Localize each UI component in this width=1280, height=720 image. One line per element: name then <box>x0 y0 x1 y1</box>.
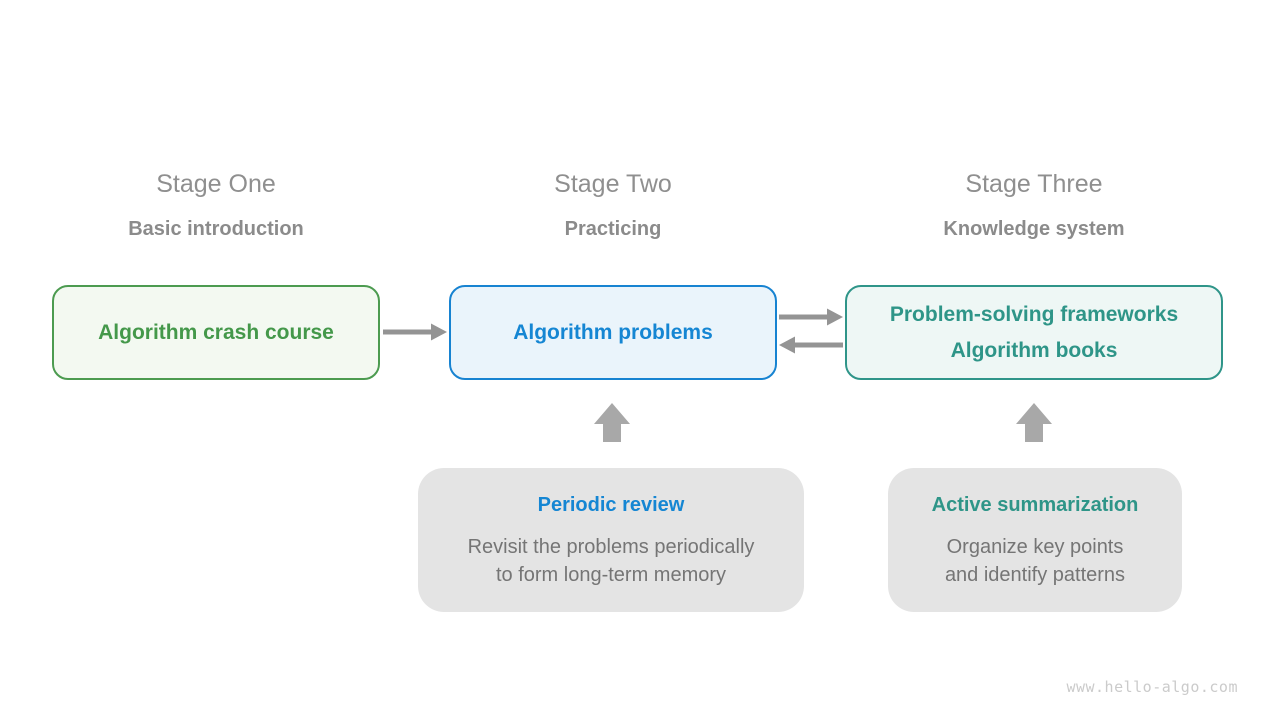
arrow-stage2-to-stage3 <box>779 308 843 326</box>
box-algorithm-problems: Algorithm problems <box>449 285 777 380</box>
stage-one-subtitle: Basic introduction <box>128 218 304 240</box>
up-arrow-active-summarization <box>1016 403 1052 442</box>
up-arrow-periodic-review <box>594 403 630 442</box>
note-title: Active summarization <box>931 494 1139 516</box>
arrow-stage1-to-stage2 <box>383 323 447 341</box>
note-title: Periodic review <box>537 494 685 516</box>
box-line: Algorithm crash course <box>98 320 334 344</box>
note-body-line: and identify patterns <box>944 564 1126 586</box>
stage-two-subtitle: Practicing <box>564 218 662 240</box>
note-body-line: to form long-term memory <box>495 564 727 586</box>
note-body-line: Revisit the problems periodically <box>467 536 755 558</box>
box-line: Problem-solving frameworks <box>889 302 1179 326</box>
note-active-summarization: Active summarization Organize key points… <box>888 468 1182 612</box>
note-periodic-review: Periodic review Revisit the problems per… <box>418 468 804 612</box>
note-body-line: Organize key points <box>946 536 1124 558</box>
stage-one-label: Stage One <box>156 170 276 198</box>
box-line: Algorithm problems <box>513 320 713 344</box>
stage-three-header: Stage Three Knowledge system <box>845 170 1223 241</box>
box-knowledge-system: Problem-solving frameworks Algorithm boo… <box>845 285 1223 380</box>
stage-one-header: Stage One Basic introduction <box>52 170 380 241</box>
note-body: Revisit the problems periodically to for… <box>418 533 804 589</box>
box-algorithm-crash-course: Algorithm crash course <box>52 285 380 380</box>
stage-three-label: Stage Three <box>965 170 1103 198</box>
arrow-stage3-to-stage2 <box>779 336 843 354</box>
stage-two-label: Stage Two <box>554 170 672 198</box>
watermark: www.hello-algo.com <box>1066 678 1238 696</box>
note-body: Organize key points and identify pattern… <box>888 533 1182 589</box>
stage-three-subtitle: Knowledge system <box>943 218 1125 240</box>
box-line: Algorithm books <box>950 338 1118 362</box>
stage-two-header: Stage Two Practicing <box>449 170 777 241</box>
